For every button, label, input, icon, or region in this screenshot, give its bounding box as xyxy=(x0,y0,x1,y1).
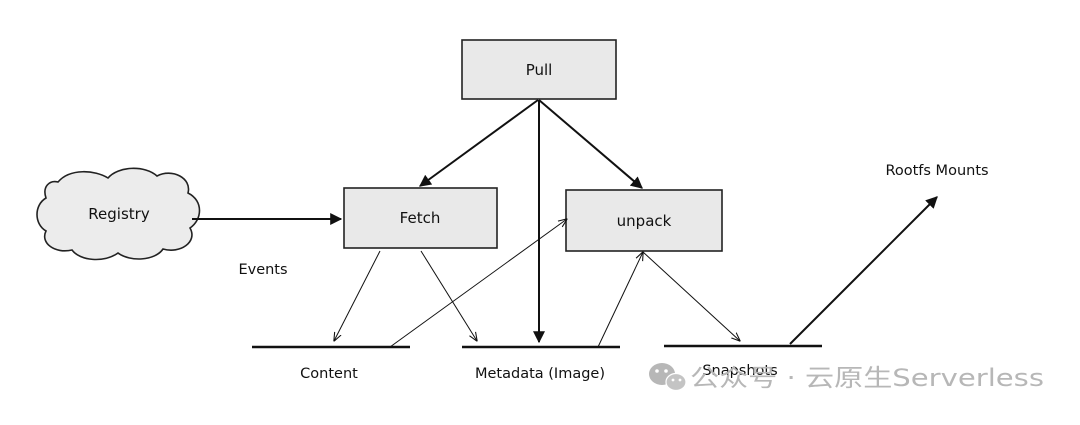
content-label: Content xyxy=(300,366,358,382)
arrow-content-to-unpack xyxy=(389,219,567,348)
fetch-node: Fetch xyxy=(343,187,498,249)
rootfs-mounts-label: Rootfs Mounts xyxy=(885,163,988,179)
unpack-node: unpack xyxy=(565,189,723,252)
fetch-label: Fetch xyxy=(400,209,441,227)
registry-label: Registry xyxy=(88,205,150,223)
unpack-label: unpack xyxy=(617,212,672,230)
watermark: 公众号 · 云原生Serverless xyxy=(649,363,1044,392)
pull-label: Pull xyxy=(526,61,553,79)
cloud-shape xyxy=(36,167,201,261)
snapshots-label: Snapshots xyxy=(702,363,777,379)
arrow-metadata-to-unpack xyxy=(597,252,643,348)
pull-node: Pull xyxy=(461,39,617,100)
arrow-fetch-to-content xyxy=(334,250,381,341)
registry-cloud: Registry xyxy=(36,167,201,261)
wechat-icon xyxy=(649,363,687,392)
arrow-pull-to-unpack xyxy=(538,99,643,189)
arrow-unpack-to-snapshots xyxy=(642,251,740,341)
arrow-snapshots-to-rootfs xyxy=(789,196,938,345)
arrow-fetch-to-metadata xyxy=(420,250,477,341)
arrow-pull-to-fetch xyxy=(419,99,539,187)
events-label: Events xyxy=(238,262,287,278)
metadata-label: Metadata (Image) xyxy=(475,366,605,382)
watermark-text: 公众号 · 云原生Serverless xyxy=(690,364,1044,392)
